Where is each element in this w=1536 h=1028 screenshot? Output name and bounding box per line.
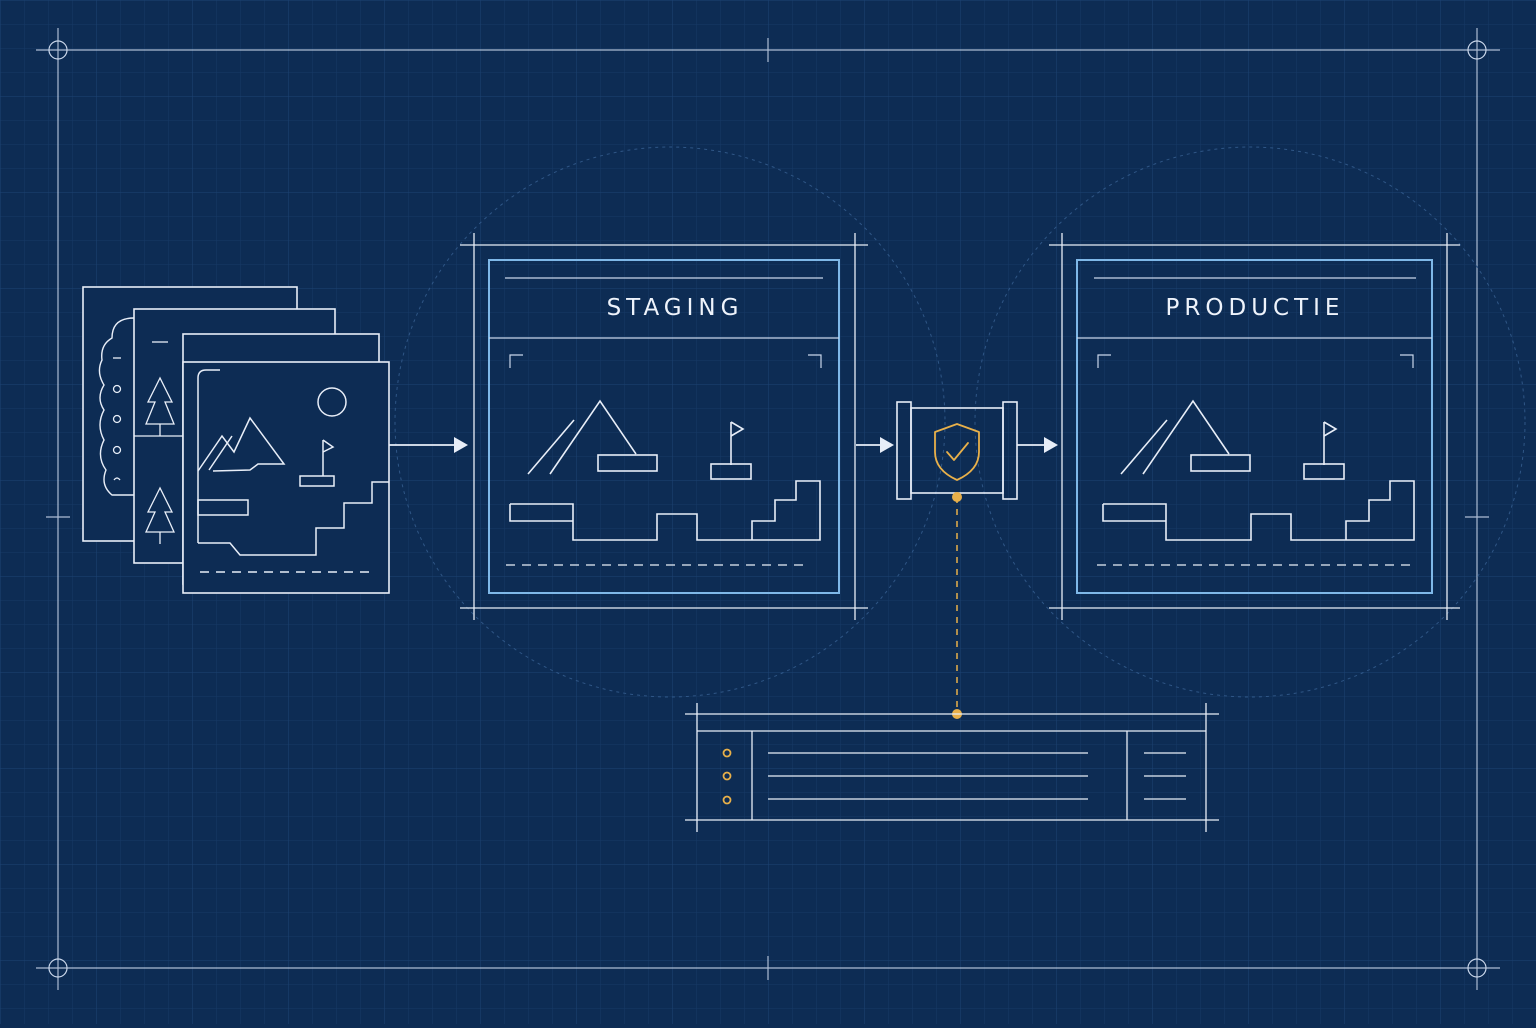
staging-level-preview-icon (506, 399, 821, 566)
blueprint-frame (36, 28, 1500, 990)
shield-check-icon (934, 423, 980, 481)
flow-arrow-source-to-staging (389, 437, 468, 453)
productie-level-preview-icon (1097, 399, 1415, 566)
registration-mark-icon (48, 40, 1487, 978)
stacked-level-designs-icon (82, 286, 390, 594)
staging-title: STAGING (606, 295, 744, 321)
flow-arrow-gate-to-productie (1017, 437, 1058, 453)
approval-gate[interactable] (896, 401, 1018, 500)
log-status-dots (722, 748, 732, 805)
productie-halo-circle (974, 146, 1526, 698)
flow-arrow-staging-to-gate (856, 437, 894, 453)
productie-environment-panel[interactable] (1049, 233, 1460, 620)
staging-environment-panel[interactable] (460, 233, 868, 620)
productie-title: PRODUCTIE (1165, 295, 1345, 321)
staging-halo-circle (394, 146, 946, 698)
gate-to-log-connector (952, 492, 962, 719)
log-panel-icon[interactable] (685, 703, 1219, 832)
